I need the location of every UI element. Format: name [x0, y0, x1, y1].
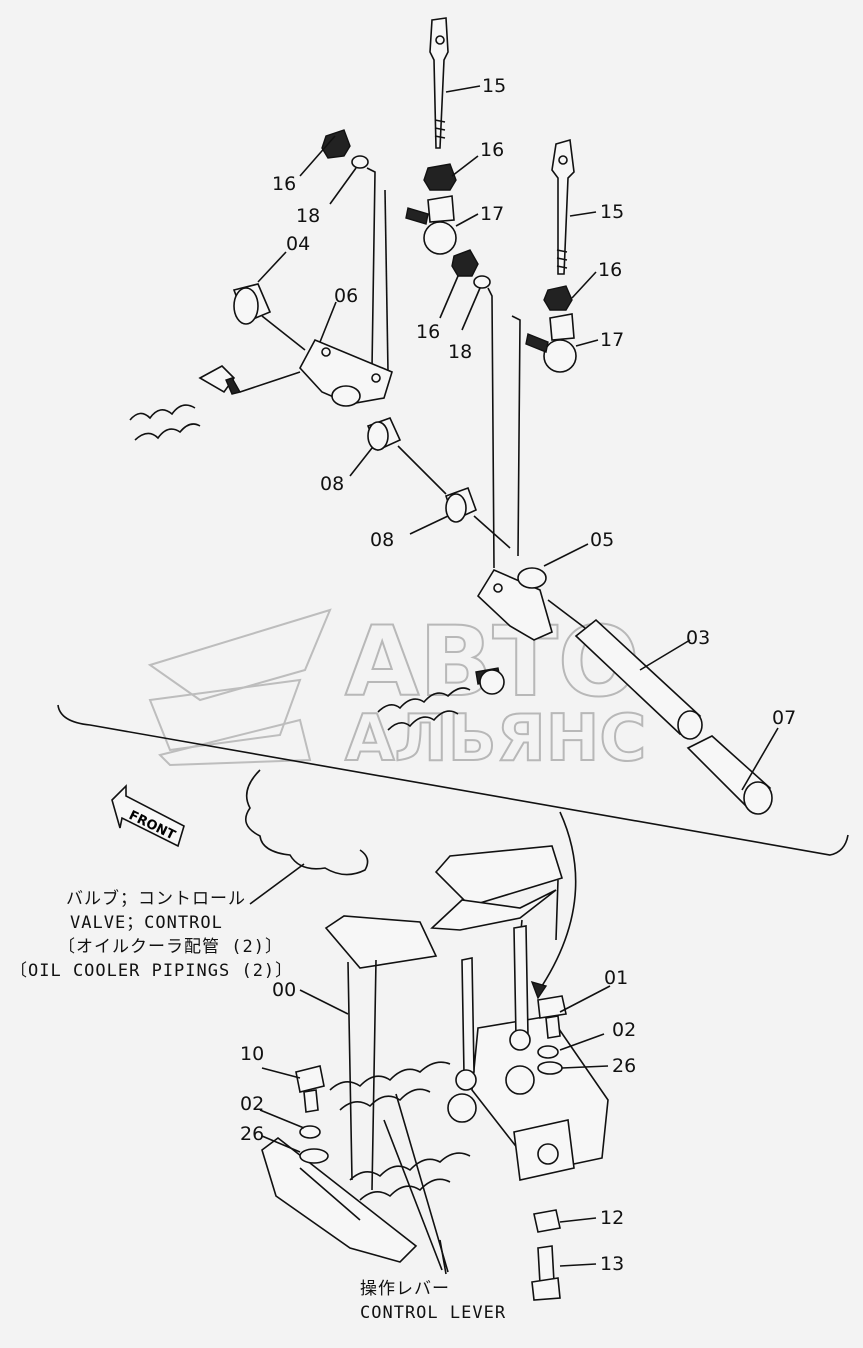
callout-18-left: 18	[296, 205, 320, 227]
callout-03: 03	[686, 627, 710, 649]
link-line-a	[366, 167, 376, 369]
washer-02-a	[537, 1045, 559, 1059]
assembly-arrowhead	[530, 980, 548, 1000]
callout-00: 00	[272, 979, 296, 1001]
callout-04: 04	[286, 233, 310, 255]
callout-13: 13	[600, 1253, 624, 1275]
bracket-05	[476, 567, 553, 641]
callout-01: 01	[604, 967, 628, 989]
shaft-03	[574, 618, 703, 740]
callout-12: 12	[600, 1207, 624, 1229]
callout-16-right: 16	[598, 259, 622, 281]
washer-26-a	[537, 1061, 563, 1075]
callout-17-right: 17	[600, 329, 624, 351]
washer-18-a	[351, 155, 369, 169]
washer-26-b	[299, 1148, 329, 1164]
callout-08-b: 08	[370, 529, 394, 551]
bracket-06	[299, 338, 393, 407]
callout-16-mid: 16	[416, 321, 440, 343]
nut-12	[533, 1209, 561, 1233]
callout-26-left: 26	[240, 1123, 264, 1145]
callout-05: 05	[590, 529, 614, 551]
base-plate	[261, 1136, 418, 1263]
link-line-h	[511, 315, 521, 557]
nut-16-a	[423, 163, 457, 191]
link-line-f	[473, 515, 511, 549]
callout-02-right: 02	[612, 1019, 636, 1041]
callout-10: 10	[240, 1043, 264, 1065]
callout-16-left: 16	[272, 173, 296, 195]
lever-caption: 操作レバー CONTROL LEVER	[360, 1279, 506, 1323]
rod-end-left	[129, 365, 242, 441]
ball-joint-17-b	[525, 313, 577, 373]
callout-16-top: 16	[480, 139, 504, 161]
frame-leg-left	[347, 959, 377, 1191]
lever-caption-en: CONTROL LEVER	[360, 1303, 506, 1323]
callout-02-left: 02	[240, 1093, 264, 1115]
bolt-01	[537, 995, 567, 1039]
bushing-08-a	[366, 416, 402, 452]
valve-caption-jp: バルブ；コントロール	[66, 888, 246, 909]
leader-lines	[249, 85, 779, 1275]
valve-caption-jp2: 〔オイルクーラ配管 (2)〕	[58, 937, 283, 957]
bushing-08-b	[444, 486, 478, 523]
link-line-c	[261, 315, 306, 351]
bolt-13	[531, 1245, 561, 1301]
part-callouts: 15 16 16 18 17 15 04 06 16 18 16 17 08 0…	[240, 75, 796, 1275]
front-direction-indicator: FRONT	[111, 784, 185, 848]
callout-08-a: 08	[320, 473, 344, 495]
link-line-g	[487, 287, 495, 569]
assembly-arrow	[537, 811, 577, 993]
rod-15-top	[429, 17, 449, 149]
link-line-e	[397, 445, 447, 495]
section-divider	[57, 704, 849, 856]
washer-02-b	[299, 1125, 321, 1139]
valve-reference-cloud	[244, 769, 369, 876]
bushing-04	[232, 283, 272, 325]
lever-boots	[329, 1061, 471, 1201]
rod-15-right	[551, 138, 575, 275]
bolt-10	[295, 1065, 325, 1113]
nut-16-c	[451, 249, 479, 277]
valve-caption-en: VALVE；CONTROL	[70, 913, 223, 933]
nut-16-d	[543, 285, 573, 311]
callout-07: 07	[772, 707, 796, 729]
lever-rods	[447, 925, 535, 1123]
valve-caption-en2: 〔OIL COOLER PIPINGS (2)〕	[10, 961, 293, 981]
watermark-line2: АЛЬЯНС	[345, 702, 646, 776]
callout-15-top: 15	[482, 75, 506, 97]
link-line-d	[239, 371, 301, 393]
callout-18-mid: 18	[448, 341, 472, 363]
ball-joint-17-a	[405, 195, 457, 255]
lever-caption-jp: 操作レバー	[360, 1279, 450, 1299]
callout-17-top: 17	[480, 203, 504, 225]
shaft-guide-line	[547, 599, 586, 629]
callout-15-right: 15	[600, 201, 624, 223]
control-valve-plates	[324, 845, 564, 969]
link-line-b	[384, 189, 389, 373]
watermark-logo: АВТО АЛЬЯНС	[147, 605, 647, 777]
valve-caption: バルブ；コントロール VALVE；CONTROL 〔オイルクーラ配管 (2)〕 …	[10, 888, 293, 981]
nut-16-b	[321, 129, 351, 159]
callout-06: 06	[334, 285, 358, 307]
callout-26-right: 26	[612, 1055, 636, 1077]
washer-18-b	[473, 275, 491, 289]
sleeve-07	[686, 735, 773, 815]
rod-end-mid	[377, 667, 505, 731]
